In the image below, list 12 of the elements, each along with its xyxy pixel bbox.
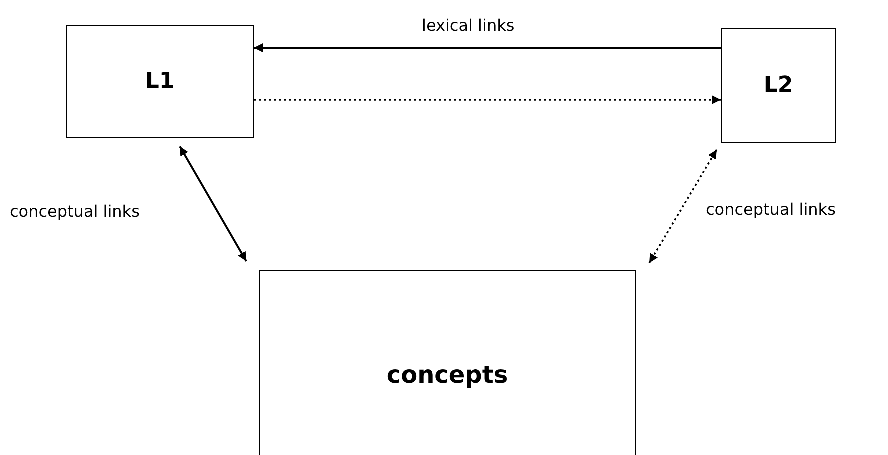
arrow: [254, 96, 721, 104]
arrow: [648, 149, 718, 264]
concept-box: [259, 270, 636, 455]
edge-label: conceptual links: [704, 200, 838, 219]
node-label: L1: [145, 69, 175, 94]
concept-box: [66, 25, 254, 138]
arrow: [254, 44, 721, 53]
node-label: L2: [764, 73, 794, 98]
concept-box: [721, 28, 836, 143]
node-label: concepts: [386, 361, 508, 389]
arrow: [179, 146, 248, 262]
edge-label: conceptual links: [8, 202, 142, 221]
